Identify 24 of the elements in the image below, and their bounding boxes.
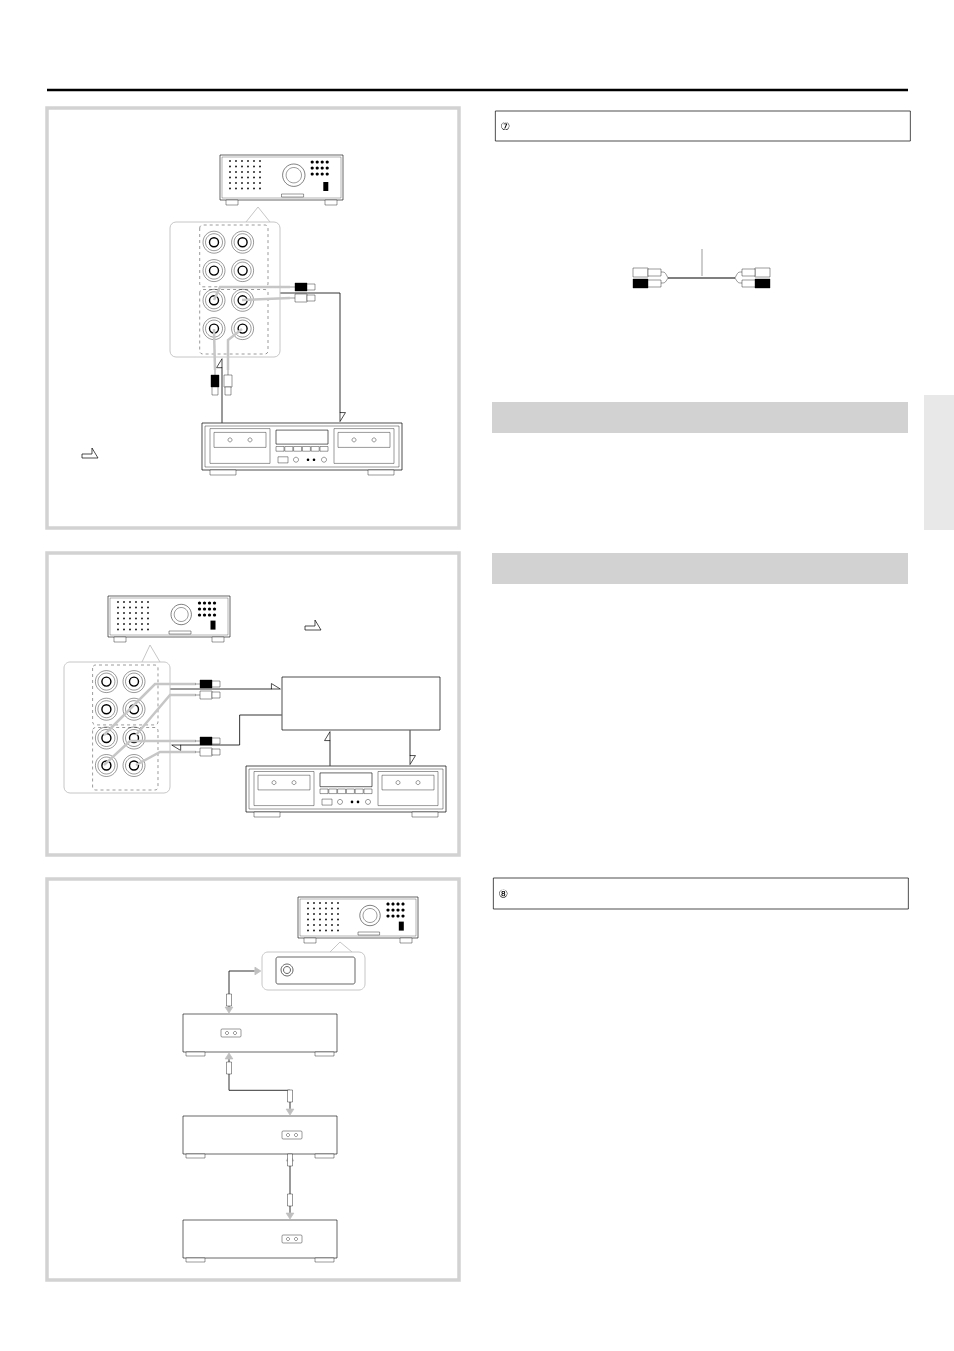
receiver-drawing xyxy=(107,595,231,643)
cable xyxy=(409,729,416,765)
jack-panel-callout xyxy=(63,661,171,794)
section-header: ⑦ xyxy=(495,110,911,142)
cable xyxy=(170,683,281,690)
jack-callout xyxy=(261,951,366,991)
cassette-deck-drawing xyxy=(245,765,447,818)
component-unit xyxy=(182,1219,338,1263)
component-box xyxy=(281,676,441,731)
section-header: ⑧ xyxy=(493,877,909,910)
component-unit xyxy=(182,1013,338,1057)
cable xyxy=(280,292,346,422)
cable xyxy=(224,1052,295,1116)
section-band xyxy=(492,553,908,584)
cable xyxy=(324,731,331,767)
cable xyxy=(216,358,223,424)
component-unit xyxy=(182,1115,338,1159)
receiver-drawing xyxy=(297,896,419,944)
cable xyxy=(171,714,283,751)
cassette-deck-drawing xyxy=(201,422,403,476)
jack-panel-callout xyxy=(169,221,281,358)
cable xyxy=(224,966,262,1014)
section-band xyxy=(492,402,908,433)
receiver-drawing xyxy=(219,154,344,206)
